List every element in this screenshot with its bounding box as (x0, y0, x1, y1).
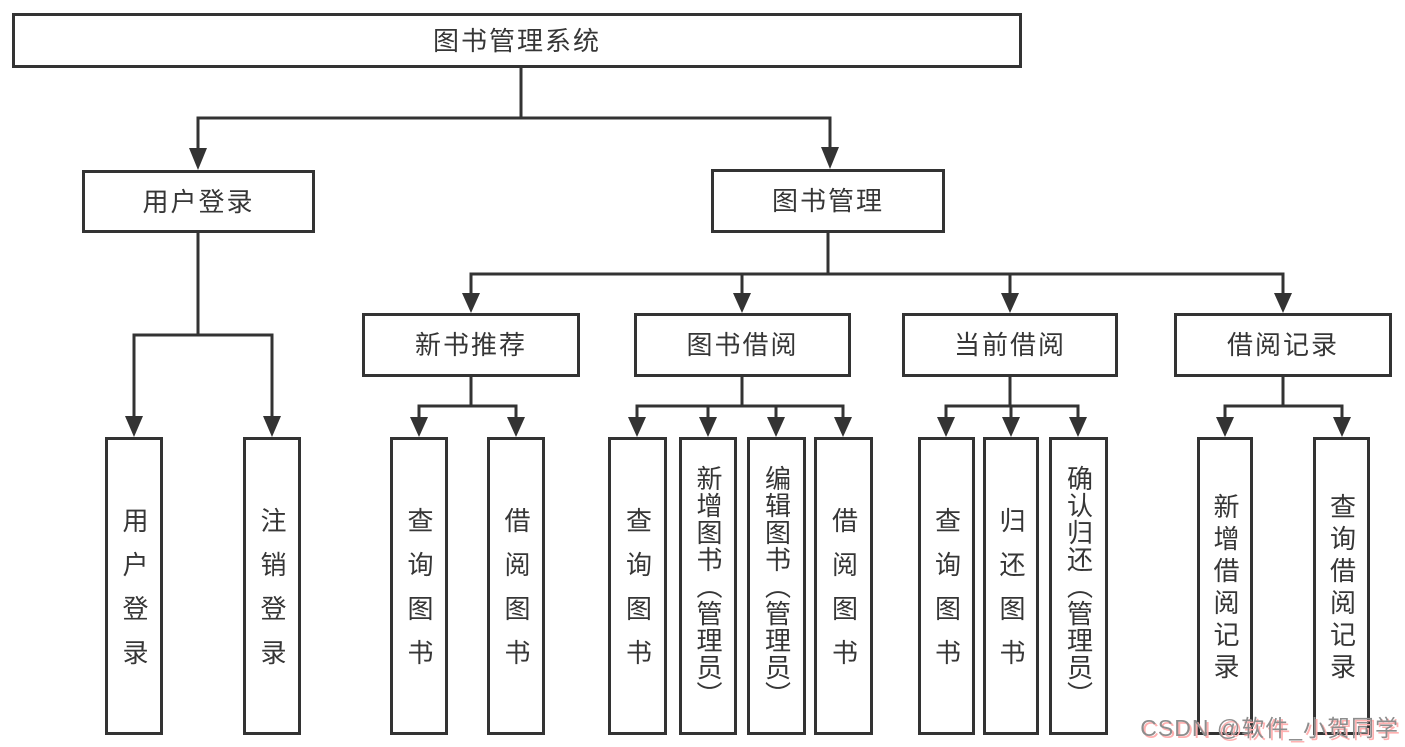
connector-book-management-children (462, 233, 1292, 313)
leaf-edit-book-admin: 编辑图书（管理员） (747, 437, 806, 735)
leaf-borrow-book: 借阅图书 (814, 437, 873, 735)
leaf-add-borrow-record-label: 新增借阅记录 (1210, 493, 1240, 685)
connector-borrow-record-children (1216, 377, 1351, 437)
leaf-return-book: 归还图书 (983, 437, 1039, 735)
leaf-add-book-admin-label: 新增图书（管理员） (693, 465, 723, 708)
csdn-watermark: CSDN @软件_小贺同学 (1140, 715, 1399, 741)
node-book-borrow-label: 图书借阅 (686, 330, 799, 360)
connector-user-login-children (125, 233, 281, 437)
connector-root-to-level2 (189, 68, 839, 170)
node-user-login-label: 用户登录 (142, 186, 255, 217)
leaf-query-borrow-record: 查询借阅记录 (1313, 437, 1370, 735)
node-book-management-label: 图书管理 (771, 186, 884, 216)
leaf-query-book-current: 查询图书 (918, 437, 975, 735)
node-new-book-recommend-label: 新书推荐 (414, 330, 527, 360)
connector-new-book-children (410, 377, 525, 437)
leaf-borrow-book-recommend-label: 借阅图书 (501, 507, 531, 683)
node-user-login: 用户登录 (82, 170, 315, 233)
connector-current-borrow-children (937, 377, 1087, 437)
leaf-add-borrow-record: 新增借阅记录 (1197, 437, 1253, 735)
leaf-confirm-return-admin-label: 确认归还（管理员） (1063, 465, 1094, 708)
leaf-logout: 注销登录 (243, 437, 301, 735)
leaf-confirm-return-admin: 确认归还（管理员） (1049, 437, 1108, 735)
leaf-borrow-book-label: 借阅图书 (828, 507, 859, 683)
leaf-query-book-borrow: 查询图书 (608, 437, 667, 735)
leaf-query-book-current-label: 查询图书 (931, 507, 962, 683)
leaf-query-book-recommend: 查询图书 (390, 437, 448, 735)
leaf-query-book-recommend-label: 查询图书 (404, 507, 434, 683)
leaf-user-login-label: 用户登录 (119, 507, 149, 683)
leaf-borrow-book-recommend: 借阅图书 (487, 437, 545, 735)
node-new-book-recommend: 新书推荐 (362, 313, 580, 377)
node-borrow-records-label: 借阅记录 (1226, 330, 1339, 360)
leaf-query-borrow-record-label: 查询借阅记录 (1326, 493, 1357, 685)
leaf-query-book-borrow-label: 查询图书 (622, 507, 653, 683)
leaf-add-book-admin: 新增图书（管理员） (679, 437, 737, 735)
node-current-borrow: 当前借阅 (902, 313, 1118, 377)
node-borrow-records: 借阅记录 (1174, 313, 1392, 377)
connector-book-borrow-children (628, 377, 852, 437)
node-root-label: 图书管理系统 (432, 25, 601, 56)
leaf-edit-book-admin-label: 编辑图书（管理员） (761, 465, 792, 708)
leaf-return-book-label: 归还图书 (996, 507, 1026, 683)
leaf-logout-label: 注销登录 (257, 507, 287, 683)
node-current-borrow-label: 当前借阅 (953, 330, 1066, 360)
node-book-borrow: 图书借阅 (634, 313, 851, 377)
node-root: 图书管理系统 (12, 13, 1022, 68)
node-book-management: 图书管理 (711, 169, 945, 233)
leaf-user-login: 用户登录 (105, 437, 163, 735)
